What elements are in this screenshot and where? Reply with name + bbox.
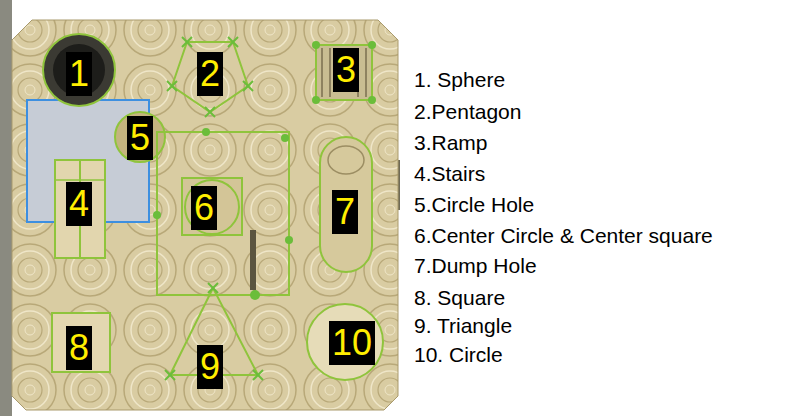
- callout-number: 5: [127, 116, 153, 160]
- callout-number: 7: [332, 190, 358, 234]
- part-name: 1. Sphere: [414, 68, 505, 92]
- callout-number: 10: [329, 321, 375, 365]
- callout-number: 9: [197, 345, 223, 389]
- callout-number: 4: [66, 182, 92, 226]
- callout-number: 1: [66, 52, 92, 96]
- part-name: 2.Pentagon: [414, 100, 521, 124]
- part-name: 8. Square: [414, 286, 505, 310]
- part-name: 9. Triangle: [414, 314, 512, 338]
- callout-number: 6: [191, 186, 217, 230]
- part-name: 10. Circle: [414, 343, 503, 367]
- callout-number: 3: [333, 48, 359, 92]
- part-name: 3.Ramp: [414, 131, 488, 155]
- callout-number: 2: [197, 52, 223, 96]
- part-name: 7.Dump Hole: [414, 254, 537, 278]
- part-name: 5.Circle Hole: [414, 193, 534, 217]
- part-name: 6.Center Circle & Center square: [414, 224, 713, 248]
- part-name: 4.Stairs: [414, 162, 485, 186]
- callout-number: 8: [66, 326, 92, 370]
